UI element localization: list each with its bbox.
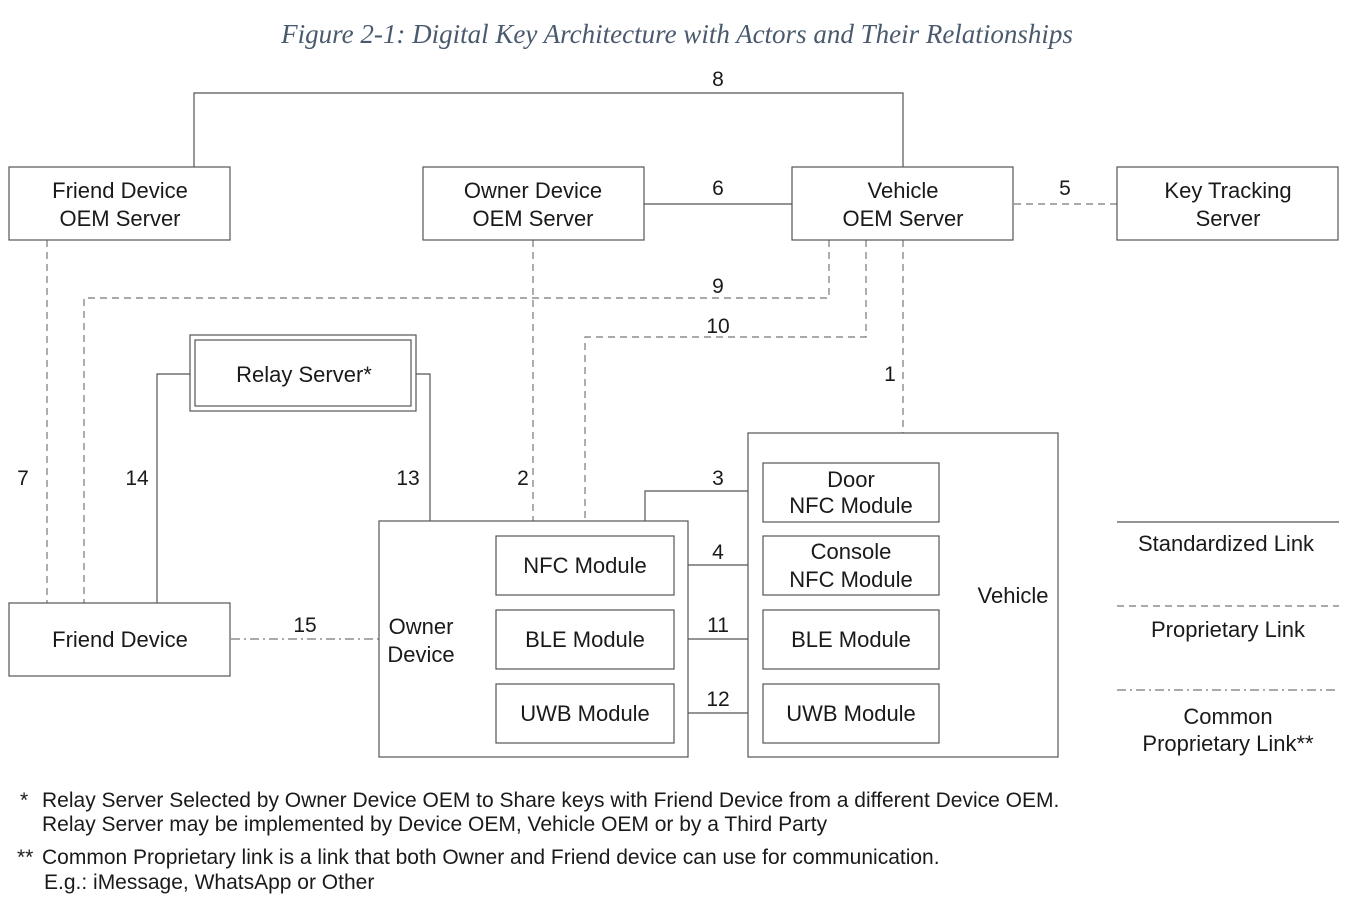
- owner-ble-module: [495, 609, 675, 670]
- footnote-2-line1: Common Proprietary link is a link that b…: [42, 846, 940, 869]
- owner-nfc-module: [495, 535, 675, 596]
- legend: Standardized Link Proprietary Link Commo…: [1117, 521, 1339, 756]
- friend-oem-server-line2: OEM Server: [59, 206, 180, 231]
- link-13: [416, 373, 431, 521]
- owner-uwb-module: [495, 683, 675, 744]
- door-nfc-module-line2: NFC Module: [789, 493, 912, 518]
- console-nfc-module-line1: Console: [811, 539, 892, 564]
- node-vehicle-oem-server: Vehicle OEM Server: [791, 166, 1014, 241]
- owner-oem-server-line2: OEM Server: [472, 206, 593, 231]
- vehicle-ble-module: [762, 609, 940, 670]
- legend-standardized-label: Standardized Link: [1138, 531, 1315, 556]
- connections: [46, 92, 1117, 714]
- link-label-2: 2: [517, 467, 529, 490]
- vehicle-label: Vehicle: [978, 583, 1049, 608]
- figure-caption: Figure 2-1: Digital Key Architecture wit…: [280, 19, 1073, 49]
- legend-proprietary-label: Proprietary Link: [1151, 617, 1306, 642]
- legend-common-line2: Proprietary Link**: [1142, 731, 1314, 756]
- link-labels: 8 6 5 9 10 1 7 14 13 2 3 4 11 12 15: [17, 68, 1071, 711]
- link-label-10: 10: [706, 315, 729, 338]
- friend-device-label: Friend Device: [52, 627, 188, 652]
- node-friend-oem-server: Friend Device OEM Server: [8, 166, 231, 241]
- vehicle-oem-server-line1: Vehicle: [868, 178, 939, 203]
- link-label-5: 5: [1059, 177, 1071, 200]
- footnote-1-marker: *: [20, 789, 29, 812]
- door-nfc-module-line1: Door: [827, 467, 875, 492]
- node-owner-device: Owner Device NFC Module BLE Module UWB M…: [378, 520, 689, 758]
- key-tracking-server-line2: Server: [1196, 206, 1261, 231]
- vehicle-uwb-module-label: UWB Module: [786, 701, 916, 726]
- link-label-3: 3: [712, 467, 724, 490]
- footnote-1-line2: Relay Server may be implemented by Devic…: [42, 813, 828, 836]
- link-label-9: 9: [712, 275, 724, 298]
- node-friend-device: Friend Device: [8, 602, 231, 677]
- node-vehicle: Vehicle Door NFC Module Console NFC Modu…: [747, 432, 1059, 758]
- link-label-14: 14: [125, 467, 149, 490]
- relay-server-label: Relay Server*: [236, 362, 372, 387]
- link-9: [83, 240, 830, 603]
- link-label-15: 15: [293, 614, 316, 637]
- vehicle-ble-module-label: BLE Module: [791, 627, 911, 652]
- footnote-2-line2: E.g.: iMessage, WhatsApp or Other: [44, 871, 375, 894]
- console-nfc-module-line2: NFC Module: [789, 567, 912, 592]
- link-10: [584, 240, 867, 536]
- link-label-11: 11: [707, 614, 729, 637]
- link-label-1: 1: [884, 363, 896, 386]
- node-key-tracking-server: Key Tracking Server: [1116, 166, 1339, 241]
- owner-uwb-module-label: UWB Module: [520, 701, 650, 726]
- owner-oem-server-line1: Owner Device: [464, 178, 602, 203]
- link-label-4: 4: [712, 541, 724, 564]
- node-owner-oem-server: Owner Device OEM Server: [422, 166, 645, 241]
- owner-ble-module-label: BLE Module: [525, 627, 645, 652]
- console-nfc-module: [762, 535, 940, 596]
- footnote-2-marker: **: [17, 846, 34, 869]
- vehicle-uwb-module: [762, 683, 940, 744]
- link-label-7: 7: [17, 467, 29, 490]
- legend-common-line1: Common: [1183, 704, 1272, 729]
- link-8: [193, 92, 904, 167]
- key-tracking-server-line1: Key Tracking: [1164, 178, 1291, 203]
- node-relay-server: Relay Server*: [189, 334, 417, 412]
- link-label-6: 6: [712, 177, 724, 200]
- friend-oem-server-line1: Friend Device: [52, 178, 188, 203]
- link-label-8: 8: [712, 68, 724, 91]
- owner-device-line2: Device: [387, 642, 454, 667]
- vehicle-oem-server-line2: OEM Server: [842, 206, 963, 231]
- link-label-13: 13: [396, 467, 419, 490]
- owner-device-line1: Owner: [389, 614, 454, 639]
- link-label-12: 12: [706, 688, 729, 711]
- footnote-1-line1: Relay Server Selected by Owner Device OE…: [42, 789, 1060, 812]
- link-14: [156, 373, 193, 603]
- door-nfc-module: [762, 462, 940, 523]
- owner-nfc-module-label: NFC Module: [523, 553, 646, 578]
